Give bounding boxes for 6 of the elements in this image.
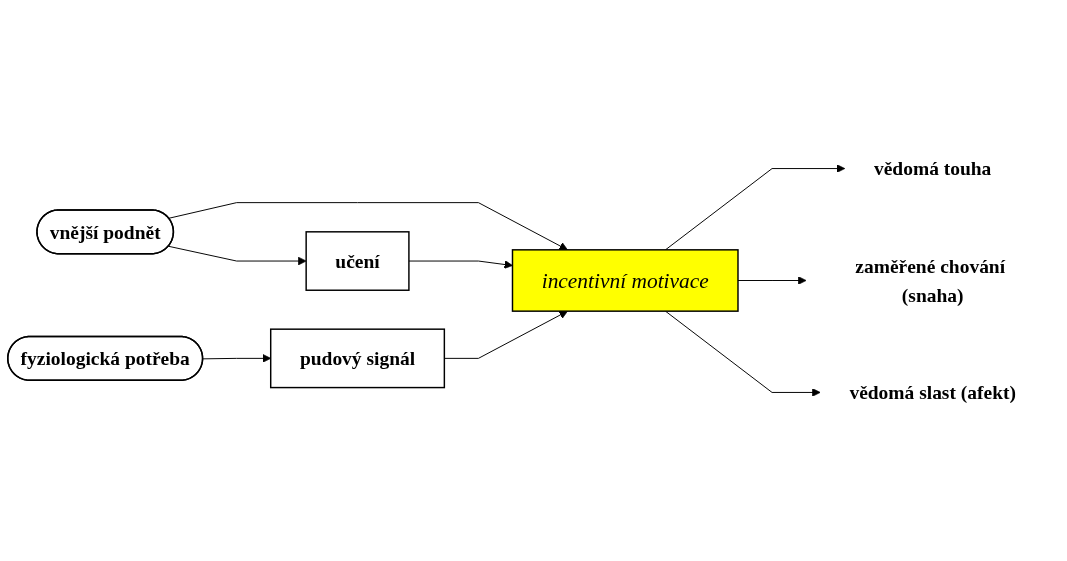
node-box: učení [305,231,410,291]
node-box: pudový signál [269,328,446,389]
node-text: zaměřené chování (snaha) [855,255,1006,306]
node-text: vědomá slast (afekt) [849,381,1016,404]
node-box: incentivní motivace [511,249,739,312]
node-text: vědomá touha [873,157,992,180]
